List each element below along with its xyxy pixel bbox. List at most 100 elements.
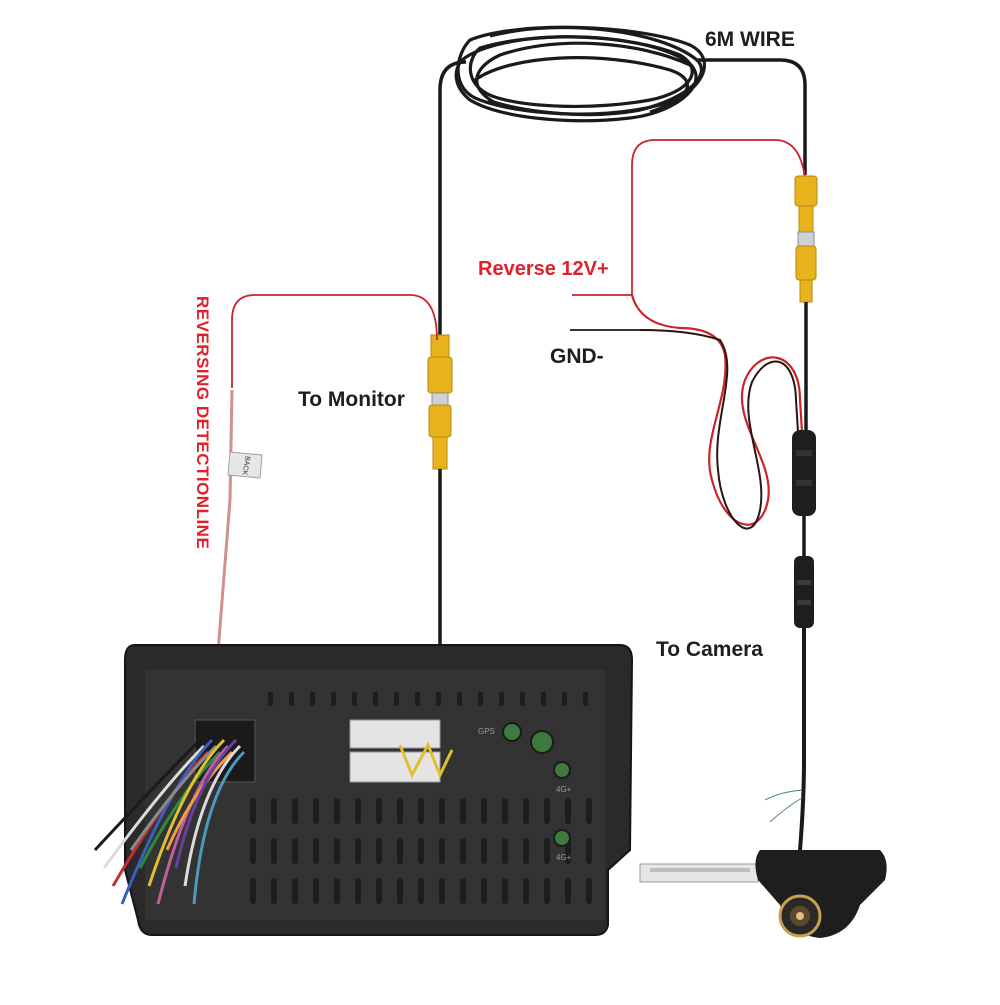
back-wire-tag — [227, 451, 263, 479]
rear-camera — [639, 850, 887, 938]
power-splice-connector — [792, 430, 816, 516]
red-wire-top-loop — [572, 139, 806, 296]
vent-slot — [460, 798, 466, 824]
vent-slot — [418, 878, 424, 904]
vent-slot — [460, 878, 466, 904]
vent-slot — [520, 692, 525, 706]
cable-to-monitor — [438, 60, 467, 335]
vent-slot — [334, 838, 340, 864]
vent-slot — [292, 838, 298, 864]
vent-slot — [355, 878, 361, 904]
vent-slot — [478, 692, 483, 706]
label-gnd: GND- — [550, 345, 604, 368]
harness-wire — [102, 744, 206, 869]
vent-slot — [355, 798, 361, 824]
vent-slot — [373, 692, 378, 706]
coiled-6m-cable — [454, 25, 706, 123]
vent-slot — [331, 692, 336, 706]
port-label-4g-1: 4G+ — [556, 785, 572, 794]
vent-slot — [460, 838, 466, 864]
harness-connector-plug-bottom — [349, 751, 441, 783]
label-to-camera: To Camera — [656, 638, 763, 661]
vent-slot — [523, 798, 529, 824]
vent-slot — [415, 692, 420, 706]
vent-slot — [292, 798, 298, 824]
vent-slot — [271, 798, 277, 824]
vent-slot — [439, 838, 445, 864]
antenna-port-gps — [502, 722, 522, 742]
port-label-gps: GPS — [478, 727, 495, 736]
vent-slot — [250, 798, 256, 824]
harness-wire — [129, 744, 218, 851]
vent-slot — [352, 692, 357, 706]
vent-slot — [502, 838, 508, 864]
vent-slot — [376, 838, 382, 864]
vent-slot — [289, 692, 294, 706]
vent-slot — [292, 878, 298, 904]
vent-slot — [502, 878, 508, 904]
vent-slot — [481, 798, 487, 824]
vent-slot — [502, 798, 508, 824]
vent-slot — [541, 692, 546, 706]
red-black-twisted-power — [630, 294, 804, 526]
vent-slot — [268, 692, 273, 706]
harness-wire — [120, 738, 214, 905]
vent-slot — [397, 798, 403, 824]
vent-slot — [376, 798, 382, 824]
vent-slot — [376, 878, 382, 904]
vent-slot — [313, 838, 319, 864]
vent-slot — [310, 692, 315, 706]
vent-slot — [334, 878, 340, 904]
rca-connector-monitor-top — [427, 334, 453, 406]
vent-slot — [586, 838, 592, 864]
harness-wire — [165, 750, 234, 851]
antenna-port-4g-2 — [553, 829, 571, 847]
vent-slot — [418, 838, 424, 864]
vent-slot — [436, 692, 441, 706]
harness-wire — [147, 738, 226, 887]
label-6m-wire: 6M WIRE — [705, 28, 795, 51]
rca-connector-monitor-bottom — [428, 404, 452, 470]
antenna-port-4g-1 — [553, 761, 571, 779]
camera-plug-connector — [794, 556, 814, 628]
vent-slot — [418, 798, 424, 824]
rca-connector-camera-bottom — [795, 245, 817, 303]
vent-slot — [271, 878, 277, 904]
antenna-port-main — [530, 730, 554, 754]
harness-wire — [183, 744, 242, 887]
vent-slot — [586, 878, 592, 904]
vent-slot — [565, 798, 571, 824]
rca-connector-camera-top — [794, 175, 818, 247]
vent-slot — [250, 838, 256, 864]
harness-connector-plug-top — [349, 719, 441, 749]
vent-slot — [394, 692, 399, 706]
camera-small-wires — [764, 789, 803, 823]
back-tag-text: BACK — [240, 455, 250, 475]
vent-slot — [334, 798, 340, 824]
vent-slot — [544, 878, 550, 904]
port-label-4g-2: 4G+ — [556, 853, 572, 862]
harness-wire — [192, 750, 246, 905]
harness-wire-bundle — [93, 738, 246, 905]
vent-slot — [397, 878, 403, 904]
vent-slot — [544, 798, 550, 824]
vent-slot — [313, 798, 319, 824]
vent-slot — [481, 838, 487, 864]
vent-slot — [397, 838, 403, 864]
red-black-twisted-power-dark — [639, 329, 799, 530]
label-reversing-detection-line: REVERSING DETECTIONLINE — [193, 296, 212, 550]
vent-slot — [355, 838, 361, 864]
vent-slot — [481, 878, 487, 904]
vent-slot — [250, 878, 256, 904]
vent-slot — [586, 798, 592, 824]
vent-slot — [583, 692, 588, 706]
harness-wire — [93, 738, 202, 852]
harness-wire — [138, 750, 222, 869]
vent-slot — [565, 878, 571, 904]
yellow-av-wires — [398, 741, 454, 779]
cable-to-camera-rca — [698, 58, 807, 175]
red-wire-detection-loop — [231, 294, 438, 388]
vent-slot — [544, 838, 550, 864]
